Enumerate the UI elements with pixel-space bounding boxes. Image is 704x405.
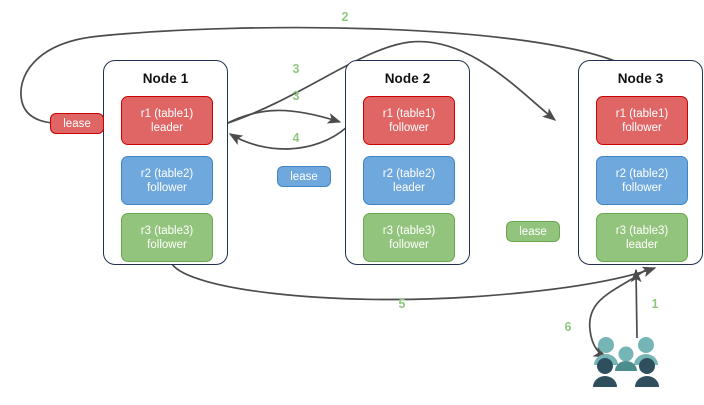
node-title: Node 3 [617,71,664,86]
lease-badge-green[interactable]: lease [506,221,560,242]
edge-label-3b: 3 [292,89,300,103]
replica-n2r3[interactable]: r3 (table3) follower [363,213,455,262]
node-title: Node 1 [142,71,189,86]
replica-role: follower [622,121,662,134]
edge-label-5: 5 [398,297,406,311]
replica-role: leader [393,181,425,194]
lease-badge-red[interactable]: lease [50,113,104,134]
replica-name: r3 (table3) [382,224,436,237]
node-title: Node 2 [384,71,431,86]
replica-role: follower [622,181,662,194]
edge-3-to-node2 [221,109,342,127]
edge-label-2: 2 [341,10,349,24]
replica-role: leader [626,238,658,251]
replica-role: follower [389,238,429,251]
replica-name: r1 (table1) [140,107,194,120]
replica-role: follower [147,238,187,251]
replica-name: r3 (table3) [615,224,669,237]
lease-label: lease [290,170,318,183]
edge-label-4: 4 [292,131,300,145]
replica-n2r1[interactable]: r1 (table1) follower [363,96,455,145]
replica-name: r1 (table1) [615,107,669,120]
replica-n3r3[interactable]: r3 (table3) leader [596,213,688,262]
edge-1 [630,268,642,339]
replica-n3r1[interactable]: r1 (table1) follower [596,96,688,145]
replica-n1r2[interactable]: r2 (table2) follower [121,156,213,205]
node-box-node2[interactable]: Node 2 r1 (table1) follower r2 (table2) … [345,60,470,265]
users-icon [592,334,664,390]
replica-name: r2 (table2) [140,167,194,180]
node-box-node3[interactable]: Node 3 r1 (table1) follower r2 (table2) … [578,60,703,265]
edge-label-3a: 3 [292,62,300,76]
lease-label: lease [63,117,91,130]
replica-n1r3[interactable]: r3 (table3) follower [121,213,213,262]
lease-label: lease [519,225,547,238]
replica-role: leader [151,121,183,134]
replica-name: r2 (table2) [615,167,669,180]
replica-role: follower [147,181,187,194]
edge-label-6: 6 [564,320,572,334]
node-box-node1[interactable]: Node 1 r1 (table1) leader r2 (table2) fo… [103,60,228,265]
replica-name: r1 (table1) [382,107,436,120]
replica-n2r2[interactable]: r2 (table2) leader [363,156,455,205]
replica-role: follower [389,121,429,134]
replica-name: r2 (table2) [382,167,436,180]
replica-n3r2[interactable]: r2 (table2) follower [596,156,688,205]
edge-5 [171,263,657,301]
edge-label-1: 1 [651,297,659,311]
replica-name: r3 (table3) [140,224,194,237]
lease-badge-blue[interactable]: lease [277,166,331,187]
replica-n1r1[interactable]: r1 (table1) leader [121,96,213,145]
